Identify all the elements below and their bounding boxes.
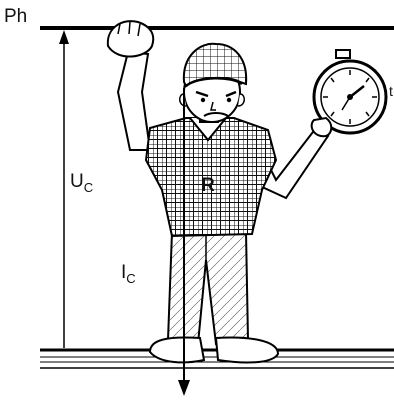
contact-voltage-subscript: C <box>83 180 94 195</box>
contact-current-label: IC <box>121 262 136 285</box>
stopwatch-icon <box>310 49 388 138</box>
current-arrow <box>178 88 190 396</box>
contact-voltage-symbol: U <box>70 171 84 192</box>
contact-current-symbol: I <box>121 262 127 283</box>
person-icon <box>106 20 330 364</box>
body-resistance-label: R <box>201 175 215 196</box>
contact-voltage-label: UC <box>70 171 93 194</box>
time-label: t <box>389 83 393 99</box>
phase-label: Ph <box>4 6 28 27</box>
contact-current-subscript: C <box>126 271 136 286</box>
voltage-arrow <box>59 30 69 348</box>
